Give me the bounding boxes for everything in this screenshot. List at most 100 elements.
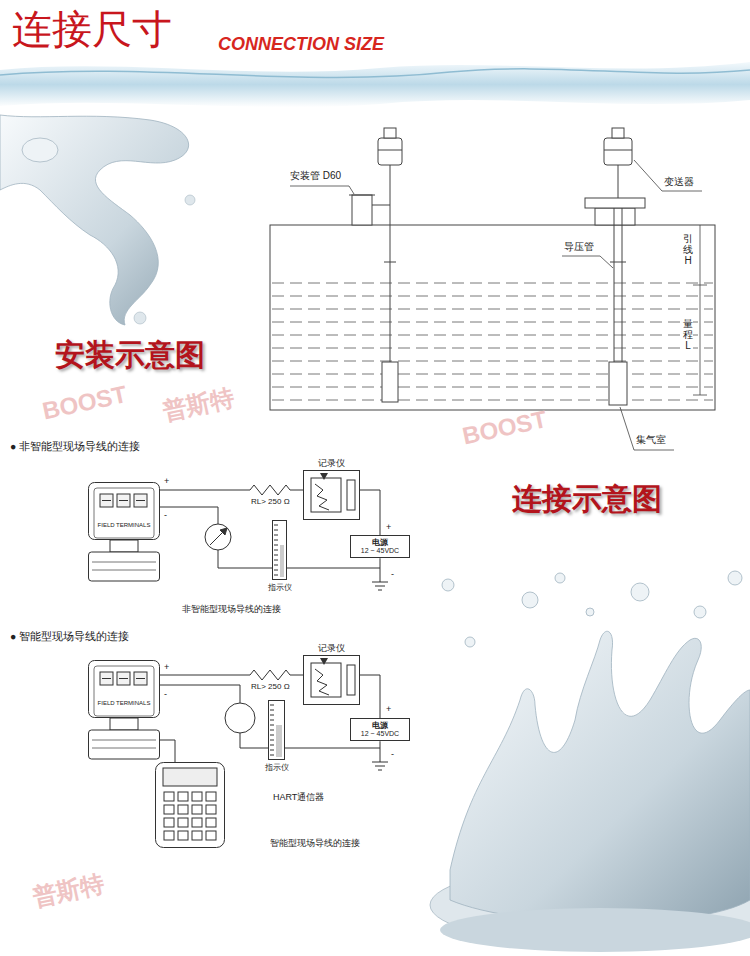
watermark: 普斯特 — [160, 383, 236, 425]
chart-pointer — [320, 658, 328, 665]
watermark: BOOST — [460, 405, 549, 450]
polarity-sign: + — [164, 476, 169, 486]
node-label: 12 ~ 45VDC — [355, 547, 405, 555]
water-splash — [450, 631, 750, 922]
tank-drawing — [382, 362, 398, 402]
transmitter-base — [89, 730, 160, 759]
chart-paper — [311, 663, 341, 697]
leader-line — [634, 160, 702, 191]
keypad-key — [206, 818, 216, 827]
water-splash — [555, 573, 565, 583]
keypad-key — [192, 831, 202, 840]
polarity-sign: - — [164, 510, 167, 520]
indicator-bar — [276, 725, 282, 757]
wire — [360, 675, 380, 718]
tank-drawing — [610, 262, 626, 263]
wire — [160, 507, 272, 568]
liquid-level — [272, 361, 713, 362]
water-splash — [0, 115, 189, 325]
node-label: 电源 — [355, 721, 405, 730]
keypad-key — [178, 831, 188, 840]
wire — [285, 741, 380, 748]
part-label: 集气室 — [636, 434, 666, 446]
node-label: FIELD TERMINALS — [96, 522, 152, 528]
power-supply-box: 电源12 ~ 45VDC — [350, 535, 410, 558]
indicator-box: 指示仪 — [272, 520, 287, 580]
chart-paper — [311, 478, 341, 512]
water-splash — [631, 583, 649, 601]
transmitter-base — [92, 740, 156, 741]
terminal-panel — [94, 488, 154, 538]
dimension-line — [693, 395, 707, 396]
hart-communicator-drawing — [155, 762, 225, 848]
liquid-level — [272, 309, 713, 310]
dimension-line — [693, 285, 707, 286]
terminal-screw — [117, 494, 130, 507]
recorder-box-drawing — [303, 470, 360, 520]
terminal-screw — [136, 500, 145, 501]
keypad-key — [178, 792, 188, 801]
water-wave — [0, 62, 750, 107]
edge-label: RL> 250 Ω — [250, 498, 291, 507]
dimension-label: 量程 L — [683, 318, 693, 351]
chart-trace — [315, 484, 329, 510]
water-splash — [22, 138, 58, 162]
keypad-key — [164, 792, 174, 801]
transmitter-base — [92, 570, 156, 571]
chart-pointer — [320, 473, 328, 480]
tank-drawing — [604, 150, 632, 151]
terminal-screw — [102, 678, 111, 679]
scale-tick — [270, 715, 274, 716]
transmitter-neck — [110, 718, 138, 730]
water-wave — [0, 62, 750, 107]
keypad-key — [206, 831, 216, 840]
tank-drawing — [384, 262, 396, 263]
tank-drawing — [352, 195, 372, 225]
transmitter-drawing — [88, 660, 160, 760]
scale-tick — [274, 530, 278, 531]
keypad-key — [192, 805, 202, 814]
recorder-panel — [347, 480, 355, 510]
transmitter: FIELD TERMINALS — [88, 482, 160, 582]
recorder-box: 记录仪 — [303, 470, 360, 520]
figure-caption: 非智能型现场导线的连接 — [182, 604, 281, 614]
ammeter-symbol — [225, 703, 255, 733]
page-title: 连接尺寸 — [12, 6, 172, 52]
figure-caption: 智能型现场导线的连接 — [270, 838, 360, 848]
tank-drawing — [270, 225, 715, 410]
tank-drawing — [384, 128, 396, 138]
wire — [160, 685, 268, 748]
section-heading: 安装示意图 — [55, 338, 205, 373]
part-label: 导压管 — [564, 241, 594, 253]
water-splash — [430, 571, 750, 952]
tank-drawing — [270, 128, 715, 410]
water-splash — [185, 195, 195, 205]
polarity-sign: - — [164, 689, 167, 699]
node-label: 记录仪 — [318, 643, 345, 653]
keypad-key — [192, 792, 202, 801]
wire — [287, 558, 380, 568]
node-label: FIELD TERMINALS — [96, 700, 152, 706]
scale-tick — [274, 535, 278, 536]
scale-tick — [270, 735, 274, 736]
water-splash — [442, 579, 454, 591]
transmitter-base — [92, 748, 156, 749]
liquid-level — [272, 387, 713, 388]
transmitter-base — [92, 562, 156, 563]
ammeter-symbol — [210, 531, 224, 545]
water-splash — [0, 115, 195, 325]
transmitter-base — [89, 552, 160, 581]
terminal-screw — [100, 494, 113, 507]
tank-drawing — [612, 128, 624, 138]
tank-drawing — [349, 195, 375, 196]
dimension-label: 引线 H — [683, 233, 693, 266]
recorder-frame — [304, 471, 360, 520]
edge-label: RL> 250 Ω — [250, 683, 291, 692]
wire — [160, 740, 175, 762]
terminal-screw — [100, 672, 113, 685]
wire — [160, 670, 303, 680]
dimension-line — [693, 225, 707, 395]
